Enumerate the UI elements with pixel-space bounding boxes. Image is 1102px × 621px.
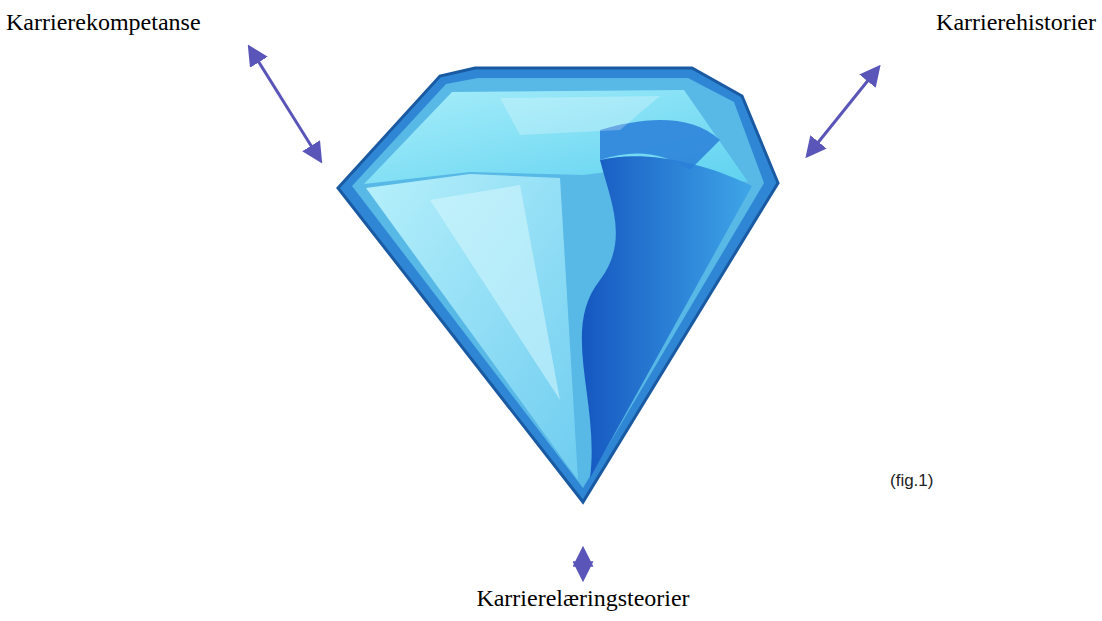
double-arrow: [808, 68, 878, 155]
concept-label: Karrierehistorier: [936, 8, 1096, 36]
gem-facet-light: [430, 185, 560, 400]
concept-label: Karrierelæringsteorier: [476, 584, 689, 612]
gem-pavilion-right: [582, 156, 752, 478]
gem-outline: [338, 68, 778, 502]
concept-label: Karrierekompetanse: [6, 8, 201, 36]
double-arrow: [582, 550, 585, 578]
gem-pavilion-left: [366, 174, 578, 480]
figure-number: (fig.1): [890, 470, 933, 492]
double-arrow: [250, 48, 320, 160]
gem-sparkle: [500, 96, 660, 135]
gem-rim: [352, 78, 764, 488]
